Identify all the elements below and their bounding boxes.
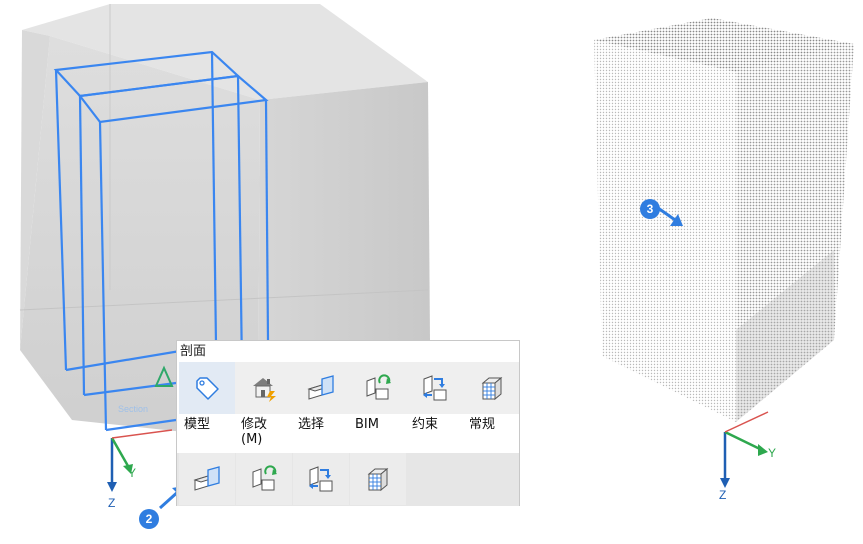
section-panel: 剖面 [176, 340, 520, 506]
section-tools-row [177, 453, 519, 506]
right-axis-y-label: Y [768, 446, 777, 460]
pointcloud-top-face [594, 18, 854, 72]
tool-section-flip-button[interactable] [293, 453, 349, 505]
section-plane-tag: Section [118, 404, 148, 414]
section-refresh-icon [366, 374, 391, 400]
house-lightning-icon [253, 378, 276, 402]
section-plane-icon [307, 375, 334, 400]
category-constraint-label[interactable]: 约束 [412, 417, 439, 432]
left-axis-z-label: Z [108, 496, 116, 510]
box-hidden-edge [19, 289, 429, 311]
panel-title: 剖面 [180, 344, 207, 359]
pointcloud-front-face [594, 40, 736, 422]
category-select-label[interactable]: 选择 [298, 417, 325, 432]
tool-grid-box-button[interactable] [350, 453, 406, 505]
tool-section-refresh-button[interactable] [236, 453, 292, 505]
category-icon-row [179, 362, 519, 414]
callout-badge-2: 2 [139, 509, 159, 529]
pointcloud-shadow [736, 250, 834, 422]
category-bim-label[interactable]: BIM [355, 417, 379, 432]
ucs-axes-icon [107, 429, 173, 492]
tag-icon [196, 377, 219, 400]
left-axis-y-label: Y [128, 466, 137, 480]
category-bim-button[interactable] [350, 362, 406, 414]
section-gizmo-icon[interactable] [154, 365, 174, 387]
section-outline[interactable] [53, 50, 270, 432]
category-model-label[interactable]: 模型 [184, 417, 211, 432]
category-constraint-button[interactable] [407, 362, 463, 414]
category-general-button[interactable] [464, 362, 520, 414]
right-3d-scene [594, 18, 854, 488]
right-axis-z-label: Z [719, 488, 727, 502]
section-flip-icon [423, 375, 447, 401]
category-model-button[interactable] [179, 362, 235, 414]
pointcloud-side-face [736, 44, 854, 422]
category-general-label[interactable]: 常规 [469, 417, 496, 432]
section-plane-icon [193, 466, 220, 491]
box-left-face [20, 30, 50, 350]
ucs-axes-icon [720, 411, 769, 488]
section-flip-icon [309, 466, 333, 492]
box-top-face [22, 4, 428, 100]
grid-box-icon [481, 376, 503, 401]
section-refresh-icon [252, 465, 277, 491]
callout-arrow-icon [657, 206, 683, 226]
category-select-button[interactable] [293, 362, 349, 414]
category-modify-button[interactable] [236, 362, 292, 414]
callout-badge-3: 3 [640, 199, 660, 219]
tool-section-plane-button[interactable] [179, 453, 235, 505]
category-modify-label[interactable]: 修改 (M) [241, 417, 268, 447]
grid-box-icon [367, 467, 389, 492]
